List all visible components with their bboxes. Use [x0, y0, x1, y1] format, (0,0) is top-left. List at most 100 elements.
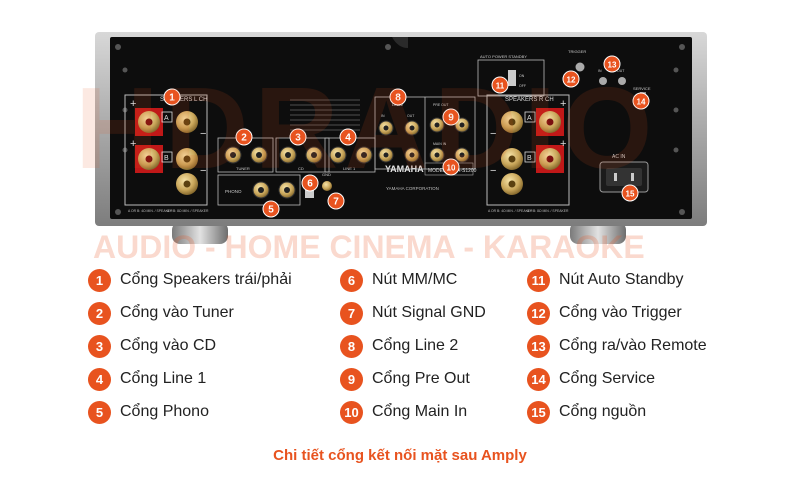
auto-standby-switch: [508, 70, 516, 86]
legend-item-5: 5 Cổng Phono: [88, 400, 209, 424]
svg-text:+: +: [130, 138, 136, 150]
legend-label: Cổng vào Trigger: [559, 304, 682, 321]
callout-14: 14: [632, 92, 650, 110]
svg-text:−: −: [490, 165, 496, 177]
callout-6: 6: [301, 174, 319, 192]
legend-number-badge: 15: [527, 400, 550, 424]
speaker-terminals-left: SPEAKERS L CH A B + + − − A OR B: 4Ω MIN…: [124, 94, 209, 213]
service-label: SERVICE: [633, 86, 651, 91]
speaker-terminals-right: SPEAKERS R CH A B + + − − A OR B: 4Ω MIN…: [486, 94, 570, 213]
callout-10: 10: [442, 158, 460, 176]
rear-panel: [110, 37, 692, 219]
callout-9: 9: [442, 108, 460, 126]
legend-item-8: 8 Cổng Line 2: [340, 334, 458, 358]
legend-label: Cổng Line 1: [120, 370, 207, 387]
svg-text:−: −: [490, 128, 496, 140]
callout-number: 12: [567, 76, 576, 85]
legend-number-badge: 3: [88, 334, 111, 358]
ac-in-label: AC IN: [612, 154, 626, 160]
legend-label: Cổng Main In: [372, 403, 468, 420]
line2-preout-mainin: LINE2 IN OUT PRE OUT MAIN IN: [374, 96, 476, 170]
legend-label: Nút Auto Standby: [559, 271, 684, 288]
callout-number: 10: [447, 164, 456, 173]
remote-in-jack: [599, 77, 607, 85]
callout-number: 14: [637, 98, 646, 107]
left-foot: [172, 222, 228, 244]
callout-number: 15: [626, 190, 635, 199]
legend: 1 Cổng Speakers trái/phải 2 Cổng vào Tuner 3…: [0, 262, 800, 432]
callout-1: 1: [163, 88, 181, 106]
vent-grille: [290, 99, 360, 131]
on-label: ON: [519, 74, 525, 78]
legend-number-badge: 13: [527, 334, 550, 358]
callout-11: 11: [491, 76, 509, 94]
callout-number: 1: [169, 93, 175, 104]
legend-item-15: 15 Cổng nguồn: [527, 400, 646, 424]
legend-label: Cổng Line 2: [372, 337, 459, 354]
legend-item-2: 2 Cổng vào Tuner: [88, 301, 234, 325]
legend-label: Cổng nguồn: [559, 403, 647, 420]
legend-label: Cổng Speakers trái/phải: [120, 271, 292, 288]
main-in-label: MAIN IN: [433, 142, 447, 146]
remote-in-label: IN: [598, 69, 602, 73]
legend-item-10: 10 Cổng Main In: [340, 400, 467, 424]
impedance-note-a: A OR B: 4Ω MIN. / SPEAKER: [128, 209, 173, 213]
legend-item-12: 12 Cổng vào Trigger: [527, 301, 682, 325]
callout-number: 13: [608, 61, 617, 70]
callout-number: 6: [307, 179, 313, 190]
legend-label: Cổng Pre Out: [372, 370, 470, 387]
right-foot: [570, 222, 626, 244]
callout-13: 13: [603, 55, 621, 73]
svg-text:+: +: [560, 98, 566, 110]
legend-number-badge: 1: [88, 268, 111, 292]
impedance-note-b-right: A + B: 8Ω MIN. / SPEAKER: [527, 209, 569, 213]
legend-label: Cổng vào Tuner: [120, 304, 234, 321]
trigger-jack: [575, 62, 585, 72]
pre-out-label: PRE OUT: [433, 103, 449, 107]
legend-item-1: 1 Cổng Speakers trái/phải: [88, 268, 292, 292]
callout-number: 5: [268, 205, 274, 216]
callout-3: 3: [289, 128, 307, 146]
gnd-terminal: [322, 181, 332, 191]
speakers-right-label: SPEAKERS R CH: [505, 97, 554, 103]
phono-label: PHONO: [225, 189, 242, 194]
callout-5: 5: [262, 200, 280, 218]
legend-number-badge: 2: [88, 301, 111, 325]
legend-number-badge: 12: [527, 301, 550, 325]
auto-power-standby: AUTO POWER STANDBY ON OFF: [477, 54, 545, 97]
svg-text:−: −: [200, 128, 206, 140]
legend-label: Cổng Phono: [120, 403, 209, 420]
line2-in-label: IN: [381, 114, 385, 118]
line2-out-label: OUT: [407, 114, 415, 118]
legend-number-badge: 8: [340, 334, 363, 358]
off-label: OFF: [519, 84, 526, 88]
legend-label: Cổng ra/vào Remote: [559, 337, 707, 354]
legend-number-badge: 10: [340, 400, 363, 424]
callout-number: 7: [333, 197, 339, 208]
legend-number-badge: 5: [88, 400, 111, 424]
line1-label: LINE 1: [343, 166, 356, 171]
callout-number: 4: [345, 133, 351, 144]
corporation-label: YAMAHA CORPORATION: [386, 186, 439, 191]
phono-section: PHONO MM MC GND: [217, 172, 332, 206]
callout-7: 7: [327, 192, 345, 210]
svg-text:−: −: [200, 165, 206, 177]
terminal-a-label: A: [164, 115, 169, 122]
remote-out-jack: [618, 77, 626, 85]
legend-item-3: 3 Cổng vào CD: [88, 334, 216, 358]
legend-label: Cổng vào CD: [120, 337, 217, 354]
caption: Chi tiết cổng kết nối mặt sau Amply: [273, 447, 527, 464]
callout-number: 3: [295, 133, 301, 144]
remote-out-label: OUT: [617, 69, 625, 73]
callout-15: 15: [621, 184, 639, 202]
cd-label: CD: [298, 166, 304, 171]
terminal-b-label-right: B: [527, 155, 532, 162]
impedance-note-a-right: A OR B: 4Ω MIN. / SPEAKER: [488, 209, 533, 213]
callout-12: 12: [562, 70, 580, 88]
